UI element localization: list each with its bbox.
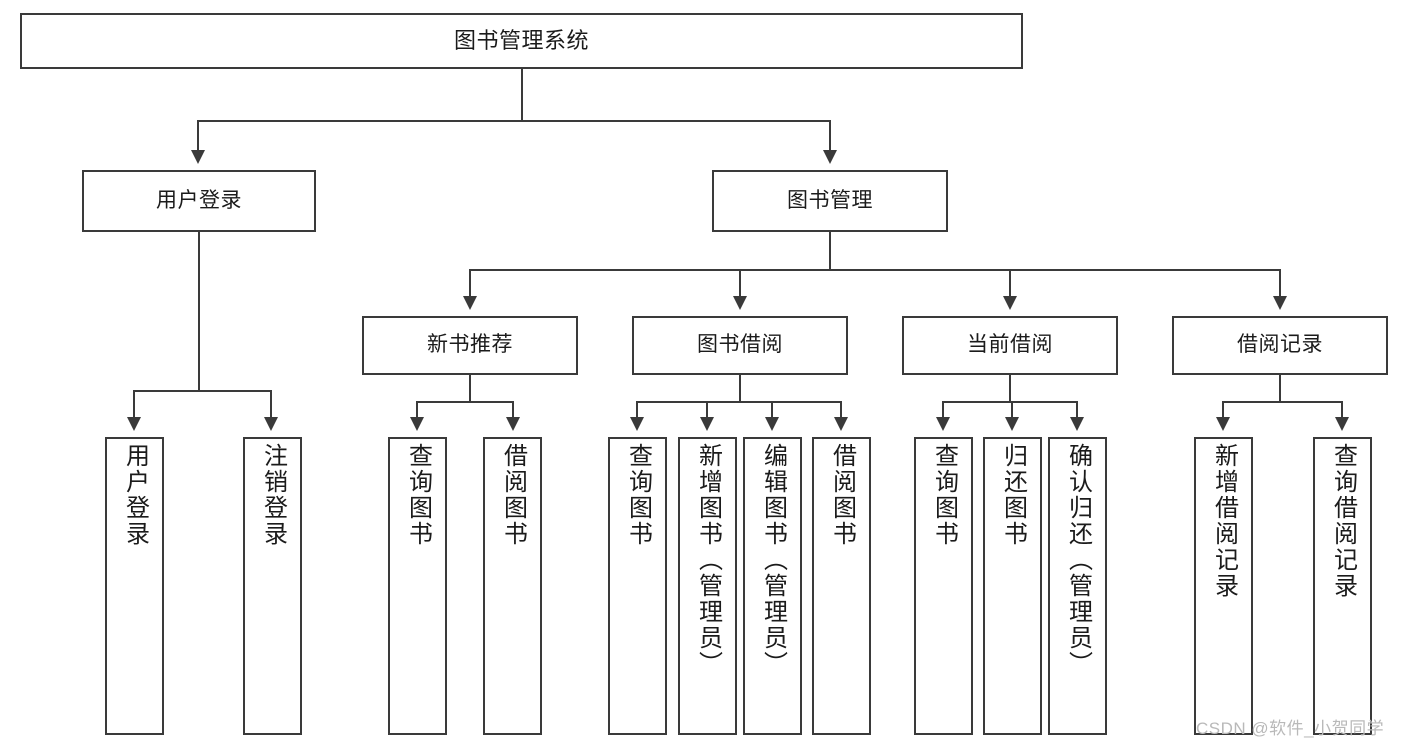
leaf-return-book: 归还图书 <box>983 437 1042 735</box>
node-label: 新增借阅记录 <box>1210 443 1238 599</box>
arrow-to-current-borrow <box>1003 296 1017 310</box>
node-borrow-record: 借阅记录 <box>1172 316 1388 375</box>
node-book-management: 图书管理 <box>712 170 948 232</box>
node-label: 确认归还（管理员） <box>1064 443 1092 677</box>
node-current-borrow: 当前借阅 <box>902 316 1118 375</box>
arrow-to-leaf-query-book-3 <box>936 417 950 431</box>
edge-new-book-bus <box>416 401 514 403</box>
edge-root-stem <box>521 69 523 121</box>
node-label: 新增图书（管理员） <box>694 443 722 677</box>
edge-book-borrow-stem <box>739 375 741 402</box>
node-label: 新书推荐 <box>427 333 513 357</box>
arrow-to-new-book-recommend <box>463 296 477 310</box>
arrow-to-leaf-borrow-book-1 <box>506 417 520 431</box>
leaf-add-borrow-record: 新增借阅记录 <box>1194 437 1253 735</box>
node-label: 图书管理系统 <box>453 28 589 54</box>
arrow-to-user-login <box>191 150 205 164</box>
node-label: 借阅图书 <box>499 443 527 547</box>
edge-new-book-to-leaf1 <box>416 401 418 419</box>
edge-book-manage-stem <box>829 232 831 270</box>
edge-borrow-record-to-leaf2 <box>1341 401 1343 419</box>
leaf-query-borrow-record: 查询借阅记录 <box>1313 437 1372 735</box>
arrow-to-leaf-query-book-1 <box>410 417 424 431</box>
edge-root-to-book-manage <box>829 120 831 152</box>
leaf-user-login: 用户登录 <box>105 437 164 735</box>
edge-current-borrow-bus <box>942 401 1078 403</box>
edge-book-manage-to-book-borrow <box>739 269 741 298</box>
edge-borrow-record-stem <box>1279 375 1281 402</box>
edge-book-manage-to-current-borrow <box>1009 269 1011 298</box>
edge-book-borrow-to-leaf1 <box>636 401 638 419</box>
node-label: 查询借阅记录 <box>1329 443 1357 599</box>
leaf-query-book-current: 查询图书 <box>914 437 973 735</box>
edge-user-login-bus <box>133 390 271 392</box>
arrow-to-book-borrow <box>733 296 747 310</box>
node-label: 查询图书 <box>624 443 652 547</box>
leaf-query-book-borrow: 查询图书 <box>608 437 667 735</box>
node-label: 编辑图书（管理员） <box>759 443 787 677</box>
node-label: 查询图书 <box>404 443 432 547</box>
leaf-confirm-return-admin: 确认归还（管理员） <box>1048 437 1107 735</box>
edge-current-borrow-stem <box>1009 375 1011 402</box>
leaf-borrow-book-borrow: 借阅图书 <box>812 437 871 735</box>
watermark: CSDN @软件_小贺同学 <box>1196 719 1385 738</box>
leaf-edit-book-admin: 编辑图书（管理员） <box>743 437 802 735</box>
node-label: 当前借阅 <box>967 333 1053 357</box>
edge-user-login-to-leaf2 <box>270 390 272 419</box>
edge-book-manage-bus <box>469 269 1281 271</box>
edge-root-bus <box>197 120 831 122</box>
edge-new-book-stem <box>469 375 471 402</box>
edge-current-borrow-to-leaf2 <box>1011 401 1013 419</box>
edge-book-borrow-to-leaf3 <box>771 401 773 419</box>
node-label: 借阅图书 <box>828 443 856 547</box>
node-label: 图书管理 <box>787 188 873 212</box>
arrow-to-leaf-edit-book <box>765 417 779 431</box>
edge-book-manage-to-new-book <box>469 269 471 298</box>
edge-borrow-record-bus <box>1222 401 1342 403</box>
leaf-user-logout: 注销登录 <box>243 437 302 735</box>
edge-user-login-stem <box>198 232 200 391</box>
node-user-login: 用户登录 <box>82 170 316 232</box>
arrow-to-leaf-confirm-return <box>1070 417 1084 431</box>
edge-user-login-to-leaf1 <box>133 390 135 419</box>
edge-book-manage-to-borrow-record <box>1279 269 1281 298</box>
arrow-to-leaf-user-logout <box>264 417 278 431</box>
edge-root-to-user-login <box>197 120 199 152</box>
edge-borrow-record-to-leaf1 <box>1222 401 1224 419</box>
node-label: 图书借阅 <box>697 333 783 357</box>
arrow-to-leaf-borrow-book-2 <box>834 417 848 431</box>
node-label: 查询图书 <box>930 443 958 547</box>
arrow-to-leaf-add-record <box>1216 417 1230 431</box>
node-label: 注销登录 <box>259 443 287 547</box>
node-book-borrow: 图书借阅 <box>632 316 848 375</box>
arrow-to-book-manage <box>823 150 837 164</box>
arrow-to-leaf-query-record <box>1335 417 1349 431</box>
node-label: 归还图书 <box>999 443 1027 547</box>
edge-current-borrow-to-leaf3 <box>1076 401 1078 419</box>
arrow-to-leaf-user-login <box>127 417 141 431</box>
edge-new-book-to-leaf2 <box>512 401 514 419</box>
edge-book-borrow-to-leaf4 <box>840 401 842 419</box>
arrow-to-leaf-query-book-2 <box>630 417 644 431</box>
arrow-to-borrow-record <box>1273 296 1287 310</box>
leaf-query-book-new-recommend: 查询图书 <box>388 437 447 735</box>
node-root-book-management-system: 图书管理系统 <box>20 13 1023 69</box>
node-label: 借阅记录 <box>1237 333 1323 357</box>
node-label: 用户登录 <box>121 443 149 547</box>
edge-book-borrow-bus <box>636 401 842 403</box>
edge-current-borrow-to-leaf1 <box>942 401 944 419</box>
node-new-book-recommend: 新书推荐 <box>362 316 578 375</box>
arrow-to-leaf-add-book <box>700 417 714 431</box>
node-label: 用户登录 <box>156 188 242 212</box>
leaf-borrow-book-new-recommend: 借阅图书 <box>483 437 542 735</box>
arrow-to-leaf-return-book <box>1005 417 1019 431</box>
leaf-add-book-admin: 新增图书（管理员） <box>678 437 737 735</box>
edge-book-borrow-to-leaf2 <box>706 401 708 419</box>
